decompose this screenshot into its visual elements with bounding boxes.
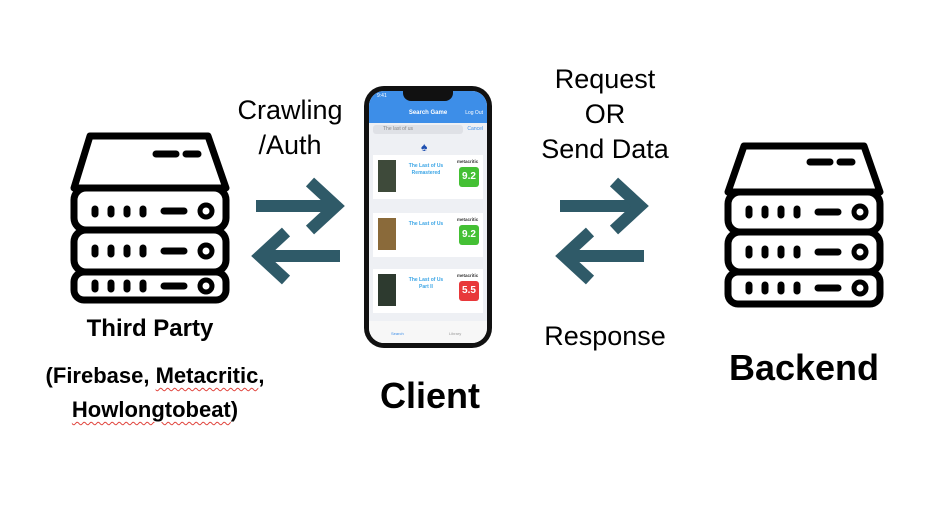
third-party-sources-line2: Howlongtobeat)	[10, 392, 300, 427]
metacritic-logo: metacritic	[457, 217, 479, 222]
or-label: OR	[584, 99, 626, 129]
client-title: Client	[379, 375, 480, 416]
comma: ,	[258, 363, 265, 388]
third-party-sources-line1: (Firebase, Metacritic,	[10, 358, 300, 393]
score-badge: 9.2	[459, 167, 479, 187]
search-input[interactable]: The last of us	[373, 125, 463, 134]
game-card[interactable]: The Last of Us metacritic 9.2	[373, 213, 483, 257]
separator: ,	[143, 363, 156, 388]
crawling-label: Crawling	[237, 95, 343, 125]
cancel-button[interactable]: Cancel	[467, 126, 483, 132]
app-tab-bar: Search Library	[369, 321, 487, 343]
game-cover	[378, 160, 396, 192]
phone-notch	[403, 91, 453, 101]
game-title: The Last of Us	[408, 221, 444, 227]
game-cover	[378, 274, 396, 306]
phone-mockup: 9:41 Search Game Log Out The last of us …	[364, 86, 492, 348]
playstation-icon: ♠	[421, 140, 428, 154]
third-party-title: Third Party	[86, 315, 214, 342]
backend-title: Backend	[728, 347, 880, 388]
send-data-label: Send Data	[541, 134, 669, 164]
source-metacritic: Metacritic	[155, 363, 259, 388]
backend-server-icon	[724, 142, 884, 308]
source-howlongtobeat: Howlongtobeat	[71, 397, 231, 422]
tab-search[interactable]: Search	[391, 331, 404, 336]
paren-close: )	[230, 397, 239, 422]
metacritic-logo: metacritic	[457, 273, 479, 278]
game-title: The Last of Us Part II	[408, 277, 444, 290]
left-exchange-arrows-icon	[251, 177, 345, 285]
status-time: 9:41	[377, 93, 387, 99]
score-badge: 5.5	[459, 281, 479, 301]
source-firebase: Firebase	[52, 363, 144, 388]
right-exchange-arrows-icon	[555, 177, 649, 285]
game-title: The Last of Us Remastered	[408, 163, 444, 176]
phone-screen: 9:41 Search Game Log Out The last of us …	[369, 91, 487, 343]
metacritic-logo: metacritic	[457, 159, 479, 164]
game-cover	[378, 218, 396, 250]
app-nav-title: Search Game	[408, 110, 448, 116]
game-card[interactable]: The Last of Us Remastered metacritic 9.2	[373, 155, 483, 199]
tab-library[interactable]: Library	[449, 331, 462, 336]
auth-label: /Auth	[258, 130, 322, 160]
paren-open: (	[45, 363, 53, 388]
logout-button[interactable]: Log Out	[465, 110, 483, 116]
search-row: The last of us Cancel	[373, 125, 483, 135]
request-label: Request	[554, 64, 656, 94]
third-party-server-icon	[70, 132, 230, 304]
response-label: Response	[544, 321, 666, 351]
game-card[interactable]: The Last of Us Part II metacritic 5.5	[373, 269, 483, 313]
score-badge: 9.2	[459, 225, 479, 245]
